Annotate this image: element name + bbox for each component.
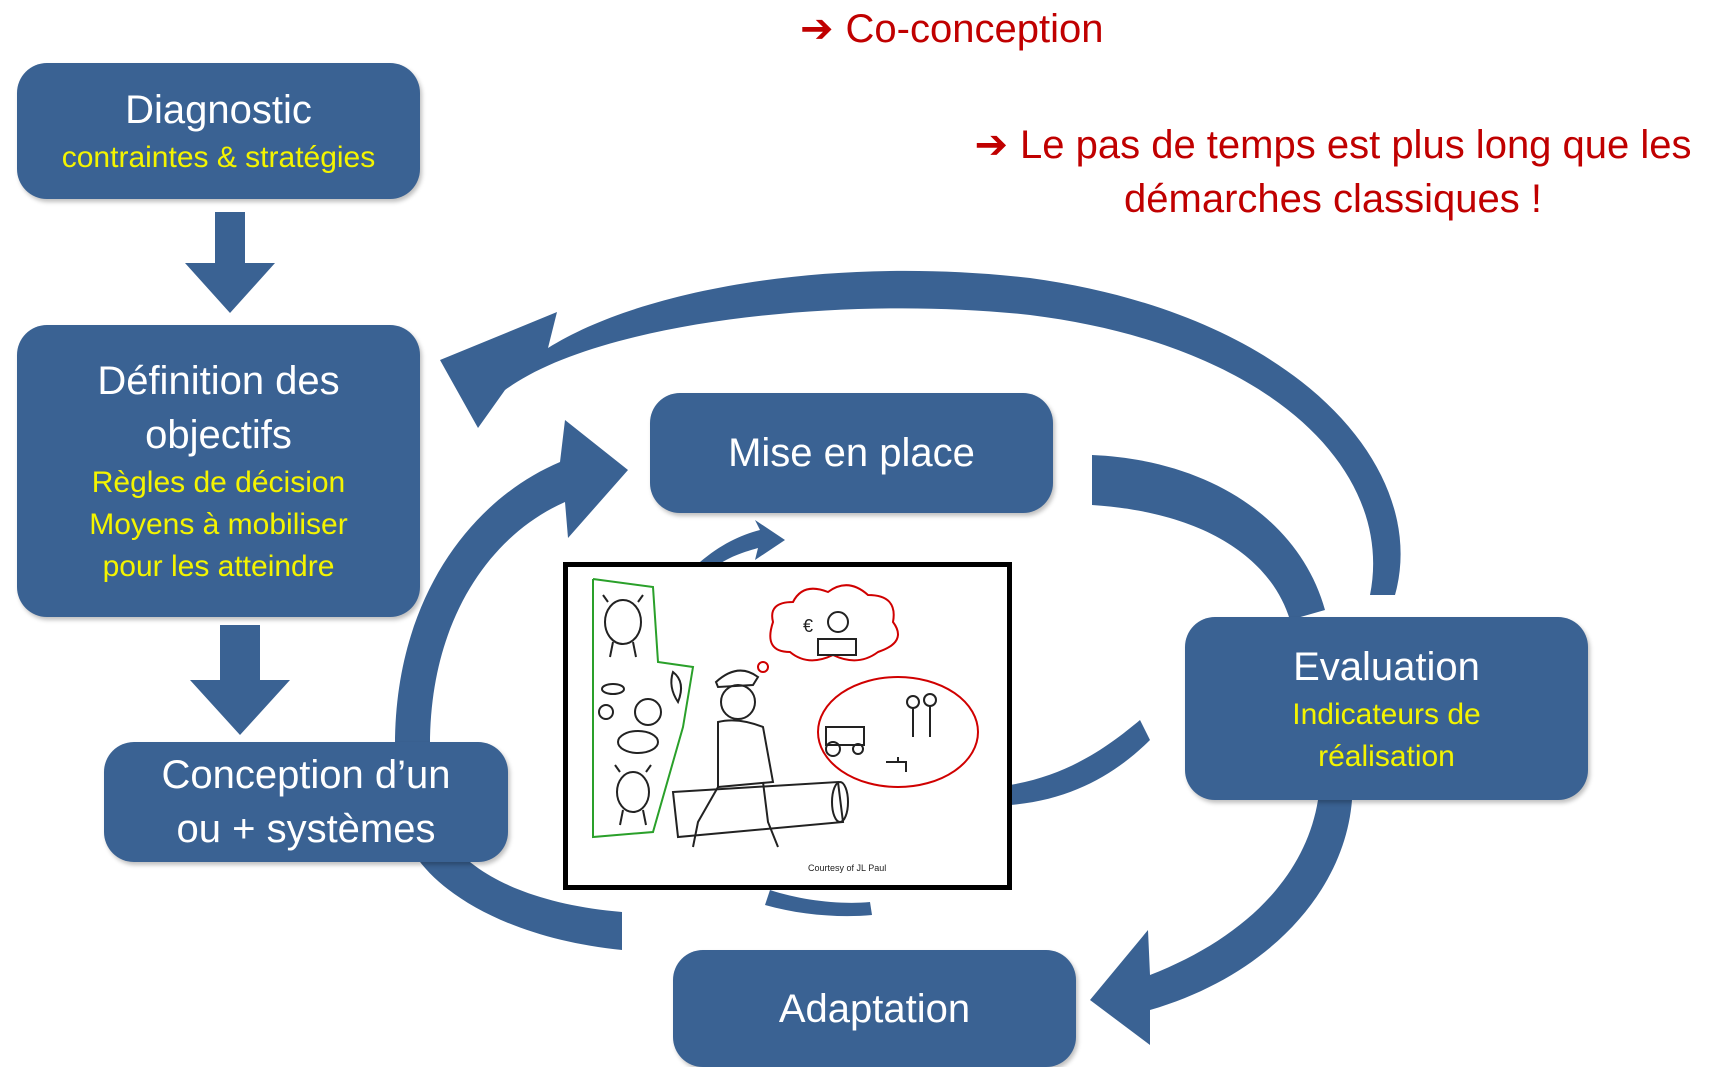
box-mise-en-place: Mise en place <box>650 393 1053 513</box>
mise-en-place-title: Mise en place <box>728 431 975 475</box>
box-definition-objectifs: Définition des objectifs Règles de décis… <box>17 325 420 617</box>
people-icon <box>906 693 937 737</box>
evaluation-sub-line-1: Indicateurs de <box>1292 697 1481 731</box>
objectifs-sub-line-3: pour les atteindre <box>102 550 335 583</box>
stopwatch-icon <box>827 611 849 633</box>
arrow-miseenplace-to-evaluation <box>1092 455 1325 620</box>
farmer-drawing: € <box>592 578 979 848</box>
arrow-down-definition <box>190 625 290 735</box>
right-arrow-icon: ➔ <box>974 123 1008 167</box>
conception-title-line-1: Conception d’un <box>161 753 451 797</box>
water-tap-icon <box>886 757 907 772</box>
diagnostic-subtitle: contraintes & stratégies <box>61 141 376 174</box>
note-time-step-line-2: démarches classiques ! <box>1124 177 1542 221</box>
thought-bubble-small <box>757 661 769 673</box>
arrow-evaluation-to-adaptation <box>1090 800 1352 1045</box>
inner-arrow-right <box>1010 720 1150 805</box>
note-co-conception-text: Co-conception <box>845 7 1104 51</box>
evaluation-title: Evaluation <box>1293 644 1480 689</box>
cow-icon <box>602 594 644 658</box>
pig-icon <box>617 730 659 754</box>
log-icon <box>671 780 849 839</box>
farmer-illustration: € Courtesy of JL Paul <box>563 562 1012 890</box>
inner-arrow-top <box>700 520 785 565</box>
box-evaluation: Evaluation Indicateurs de réalisation <box>1185 617 1588 800</box>
leaf-icon <box>670 670 683 705</box>
arrow-adaptation-to-conception <box>415 842 622 950</box>
field-outline <box>592 578 695 839</box>
box-adaptation: Adaptation <box>673 950 1076 1067</box>
adaptation-title: Adaptation <box>778 986 971 1031</box>
evaluation-sub-line-2: réalisation <box>1318 739 1455 773</box>
conception-title-line-2: ou + systèmes <box>176 807 436 851</box>
tractor-wheel <box>852 743 864 755</box>
note-co-conception: ➔Co-conception <box>800 2 1103 56</box>
goals-ellipse <box>817 676 979 788</box>
illustration-credit: Courtesy of JL Paul <box>808 863 887 873</box>
arrow-down-diagnostic <box>185 212 275 313</box>
objectifs-sub-line-2: Moyens à mobiliser <box>89 508 348 541</box>
farmer-figure <box>692 669 779 848</box>
tractor-wheel <box>825 741 841 757</box>
euro-symbol: € <box>803 616 813 636</box>
tomato-icon <box>598 704 614 720</box>
pumpkin-icon <box>634 698 662 726</box>
diagnostic-title: Diagnostic <box>125 88 312 132</box>
note-time-step: ➔Le pas de temps est plus long que les d… <box>955 118 1711 226</box>
box-diagnostic: Diagnostic contraintes & stratégies <box>17 63 420 199</box>
inner-arrow-bottom <box>765 890 872 917</box>
objectifs-title-line-2: objectifs <box>145 413 292 457</box>
cow-icon <box>614 764 652 826</box>
barn-icon <box>817 638 857 656</box>
tractor-icon <box>825 726 865 746</box>
note-time-step-line-1: ➔Le pas de temps est plus long que les <box>974 123 1692 167</box>
right-arrow-icon: ➔ <box>800 7 834 51</box>
eggplant-icon <box>601 683 625 695</box>
objectifs-title-line-1: Définition des <box>97 359 340 403</box>
arrow-conception-to-miseenplace <box>395 420 628 745</box>
thought-cloud <box>769 584 899 662</box>
box-conception: Conception d’un ou + systèmes <box>104 742 508 862</box>
objectifs-sub-line-1: Règles de décision <box>91 466 346 499</box>
